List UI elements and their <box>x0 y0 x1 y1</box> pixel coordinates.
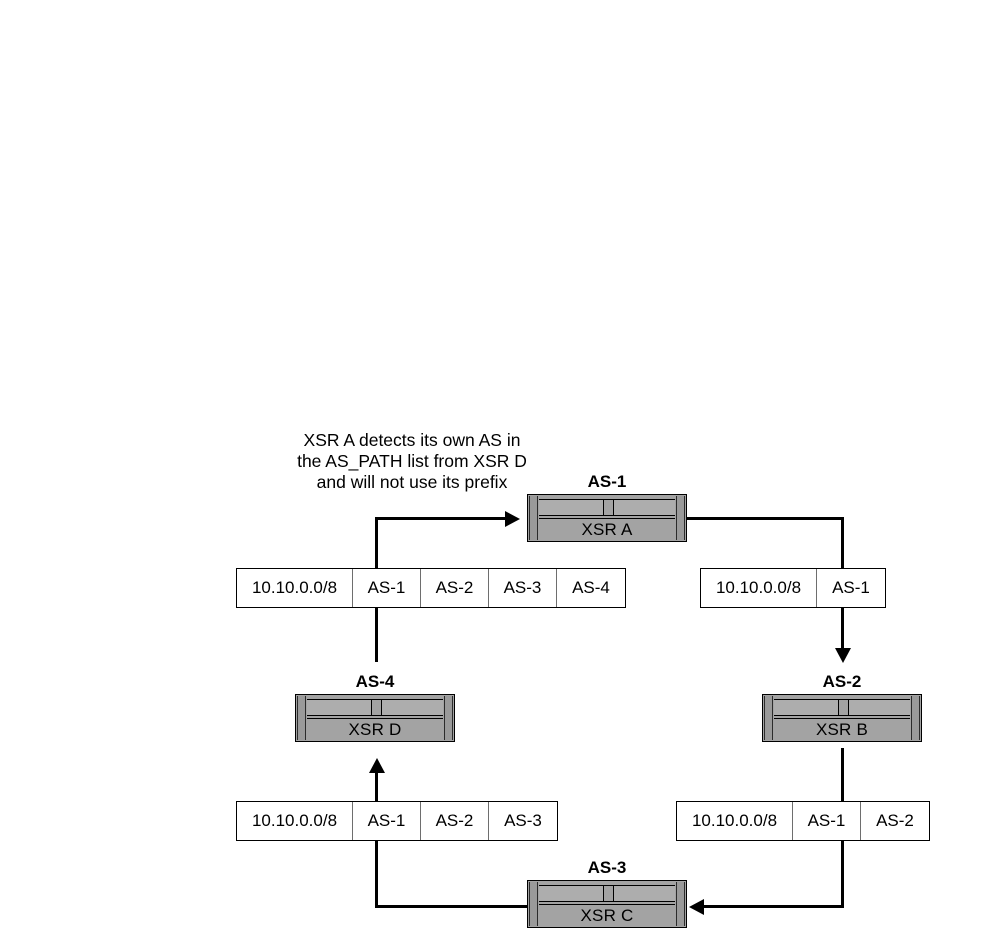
as-path-cell: AS-1 <box>353 569 421 607</box>
router-face-line-icon <box>539 904 675 905</box>
router-slot-divider-icon <box>602 500 614 515</box>
path-table-to-xsr-a: 10.10.0.0/8 AS-1 AS-2 AS-3 AS-4 <box>236 568 626 608</box>
connector-c-to-d-horizontal <box>375 905 527 908</box>
connector-b-to-c-horizontal <box>700 905 844 908</box>
router-rail-left-icon <box>764 696 773 740</box>
as-path-cell: AS-3 <box>504 811 542 830</box>
connector-a-to-b-horizontal <box>687 517 844 520</box>
as-label-xsr-a: AS-1 <box>587 472 627 491</box>
prefix-cell: 10.10.0.0/8 <box>237 569 353 607</box>
router-name-xsr-b: XSR B <box>815 719 869 739</box>
router-xsr-a[interactable]: XSR A <box>527 494 687 542</box>
as-path-cell: AS-1 <box>793 802 861 840</box>
as-path-cell: AS-2 <box>421 569 489 607</box>
router-face-line-icon <box>539 518 675 519</box>
arrowhead-into-xsr-b <box>834 648 851 663</box>
router-xsr-d[interactable]: XSR D <box>295 694 455 742</box>
path-table-c-to-d: 10.10.0.0/8 AS-1 AS-2 AS-3 <box>236 801 558 841</box>
router-slot-divider-icon <box>837 700 849 715</box>
router-xsr-c[interactable]: XSR C <box>527 880 687 928</box>
connector-d-to-a-horizontal <box>375 517 507 520</box>
router-name-xsr-d: XSR D <box>348 719 402 739</box>
router-rail-right-icon <box>676 496 685 540</box>
router-slot-band-icon <box>539 885 675 902</box>
as-label-xsr-b: AS-2 <box>822 672 862 691</box>
as-label-xsr-d: AS-4 <box>355 672 395 691</box>
as-path-cell: AS-4 <box>572 578 610 597</box>
router-rail-right-icon <box>911 696 920 740</box>
router-name-xsr-c: XSR C <box>580 905 634 925</box>
router-slot-band-icon <box>539 499 675 516</box>
arrowhead-into-xsr-c <box>689 898 704 915</box>
router-slot-divider-icon <box>602 886 614 901</box>
as-path-cell: AS-1 <box>353 802 421 840</box>
annotation-line-2: the AS_PATH list from XSR D <box>297 451 527 471</box>
as-path-cell: AS-2 <box>421 802 489 840</box>
path-table-b-to-c: 10.10.0.0/8 AS-1 AS-2 <box>676 801 930 841</box>
router-rail-right-icon <box>444 696 453 740</box>
as-path-cell: AS-1 <box>832 578 870 597</box>
router-name-xsr-a: XSR A <box>581 519 633 539</box>
router-face-line-icon <box>774 718 910 719</box>
prefix-cell: 10.10.0.0/8 <box>677 802 793 840</box>
router-rail-left-icon <box>529 496 538 540</box>
as-label-xsr-c: AS-3 <box>587 858 627 877</box>
prefix-cell: 10.10.0.0/8 <box>237 802 353 840</box>
router-face-line-icon <box>307 718 443 719</box>
router-slot-band-icon <box>307 699 443 716</box>
path-table-a-to-b: 10.10.0.0/8 AS-1 <box>700 568 886 608</box>
as-path-cell: AS-3 <box>489 569 557 607</box>
arrowhead-into-xsr-d <box>368 758 385 773</box>
as-path-cell: AS-2 <box>876 811 914 830</box>
annotation-line-3: and will not use its prefix <box>316 472 508 492</box>
router-slot-divider-icon <box>370 700 382 715</box>
router-xsr-b[interactable]: XSR B <box>762 694 922 742</box>
prefix-cell: 10.10.0.0/8 <box>701 569 817 607</box>
router-slot-band-icon <box>774 699 910 716</box>
router-rail-left-icon <box>529 882 538 926</box>
arrowhead-into-xsr-a <box>505 510 520 527</box>
annotation-callout: XSR A detects its own AS in the AS_PATH … <box>262 430 562 493</box>
router-rail-left-icon <box>297 696 306 740</box>
router-rail-right-icon <box>676 882 685 926</box>
annotation-line-1: XSR A detects its own AS in <box>303 430 521 450</box>
